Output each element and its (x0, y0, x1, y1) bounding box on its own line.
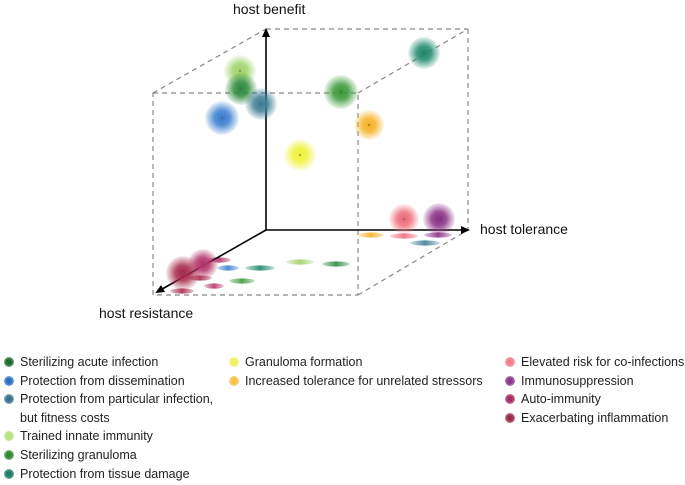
legend-dot-icon (4, 375, 14, 386)
legend-item-protection-from-dissemination: Protection from dissemination (4, 372, 213, 391)
legend-label: Increased tolerance for unrelated stress… (245, 373, 483, 388)
legend-label: Immunosuppression (521, 373, 634, 388)
legend-item-protection-tissue-damage: Protection from tissue damage (4, 465, 213, 484)
shadow-sterilizing-granuloma (229, 278, 255, 284)
sphere-granuloma-formation (284, 139, 316, 171)
legend-label: Exacerbating inflammation (521, 410, 669, 425)
shadow-increased-tolerance (358, 232, 384, 238)
legend-dot-icon (4, 357, 14, 367)
z-axis-label: host resistance (99, 305, 193, 321)
legend-label: Granuloma formation (245, 355, 363, 369)
shadow-protection-particular-infection (410, 240, 440, 246)
legend-dot-icon (505, 394, 515, 405)
legend-label: Sterilizing acute infection (20, 355, 159, 369)
shadow-auto-immunity (204, 283, 224, 289)
legend-item-elevated-risk-coinfections: Elevated risk for co-infections (505, 353, 684, 372)
shadow-elevated-risk-coinfections (390, 233, 418, 239)
legend-item-sterilizing-acute-infection: Sterilizing acute infection (4, 353, 213, 372)
sphere-elevated-risk-coinfections (389, 204, 419, 234)
shadow-protection-tissue-damage (245, 265, 275, 271)
legend-dot-icon (4, 394, 14, 405)
shadow-exacerbating-inflammation (170, 288, 194, 294)
3d-axes-diagram: host benefit host tolerance host resista… (99, 1, 568, 321)
legend-item-trained-innate-immunity: Trained innate immunity (4, 427, 213, 446)
legend-dot-icon (4, 468, 14, 479)
legend-label: Elevated risk for co-infections (521, 355, 685, 369)
sphere-protection-from-dissemination (205, 101, 239, 135)
legend-item-increased-tolerance: Increased tolerance for unrelated stress… (229, 372, 483, 391)
legend-label: Auto-immunity (521, 392, 601, 407)
legend-dot-icon (4, 431, 14, 442)
shadow-sterilizing-acute-infection (322, 261, 350, 267)
legend-item-exacerbating-inflammation: Exacerbating inflammation (505, 409, 684, 428)
sphere-group (166, 37, 455, 290)
legend-dot-icon (505, 357, 515, 367)
legend-label: Protection from tissue damage (20, 466, 190, 481)
x-axis-label: host tolerance (480, 221, 568, 237)
legend-item-granuloma-formation: Granuloma formation (229, 353, 483, 372)
legend-dot-icon (229, 375, 239, 386)
legend-item-immunosuppression: Immunosuppression (505, 372, 684, 391)
y-axis-label: host benefit (233, 1, 305, 17)
sphere-protection-particular-infection (245, 88, 277, 120)
sphere-increased-tolerance (354, 110, 384, 140)
legend-label: Protection from dissemination (20, 373, 185, 388)
legend-dot-icon (505, 375, 515, 386)
legend-label: Trained innate immunity (20, 429, 153, 444)
legend-dot-icon (505, 412, 515, 423)
shadow-protection-from-dissemination (217, 265, 239, 271)
legend-label: Protection from particular infection, bu… (20, 392, 214, 425)
legend-dot-icon (229, 357, 239, 367)
legend-dot-icon (4, 449, 14, 460)
legend-item-auto-immunity: Auto-immunity (505, 390, 684, 409)
legend-item-protection-particular-infection: Protection from particular infection, bu… (4, 390, 213, 427)
legend-item-sterilizing-granuloma: Sterilizing granuloma (4, 446, 213, 465)
sphere-sterilizing-granuloma (324, 75, 358, 109)
sphere-protection-tissue-damage (408, 37, 440, 69)
legend-label: Sterilizing granuloma (20, 447, 137, 462)
sphere-exacerbating-inflammation (166, 256, 200, 290)
sphere-immunosuppression (423, 203, 455, 235)
shadow-trained-innate-immunity (286, 259, 314, 265)
